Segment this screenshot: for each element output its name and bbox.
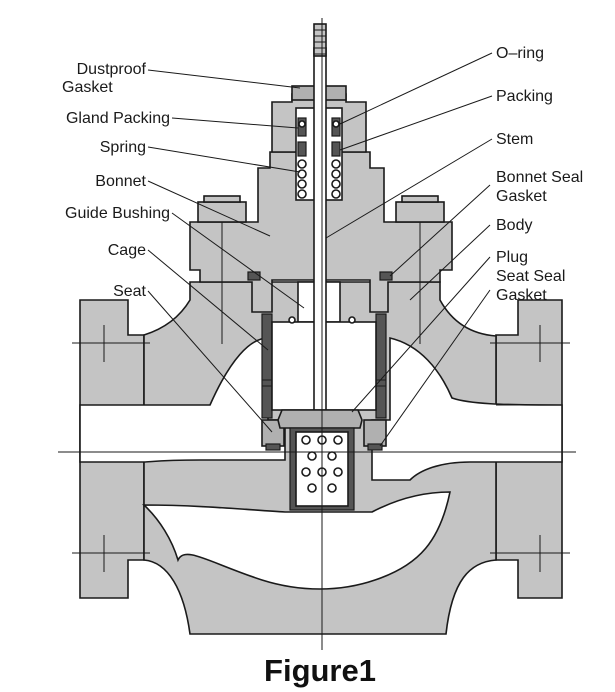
plug-head: [277, 409, 363, 429]
flange-bolt-centerlines: [72, 325, 570, 572]
centerlines: [58, 18, 576, 650]
cage-left-wall: [261, 313, 273, 419]
leader-lines: [147, 52, 493, 447]
left-bolt-nut: [197, 201, 247, 223]
bonnet-seal-gasket: [247, 271, 261, 281]
bonnet-seal-gasket-right: [379, 271, 393, 281]
right-bolt-nut: [395, 201, 445, 223]
right-bolt-washer: [401, 195, 439, 203]
lower-cavity: [141, 491, 451, 590]
stem-threaded-end: [313, 23, 327, 57]
left-labels: Dustproof Gasket Gland Packing Spring Bo…: [62, 61, 170, 300]
label-plug: Plug: [496, 249, 528, 266]
seat-seal-gasket: [265, 443, 281, 451]
label-dustproof-gasket-2: Gasket: [62, 79, 113, 96]
packing-stack: [297, 141, 307, 157]
right-labels: O–ring Packing Stem Bonnet Seal Gasket B…: [496, 45, 583, 304]
cage-right-wall: [375, 313, 387, 419]
label-packing: Packing: [496, 88, 553, 105]
outlet-cavity: [371, 336, 563, 481]
label-seat-seal-gasket-2: Gasket: [496, 287, 547, 304]
spring-coils: [297, 159, 341, 199]
label-cage: Cage: [108, 242, 146, 259]
o-ring: [298, 120, 306, 128]
stem-group: [313, 23, 327, 411]
label-bonnet: Bonnet: [95, 173, 146, 190]
figure-caption: Figure1: [264, 653, 376, 688]
plug-group: [277, 409, 363, 511]
stem: [313, 47, 327, 411]
label-stem: Stem: [496, 131, 533, 148]
left-bolt-washer: [203, 195, 241, 203]
label-dustproof-gasket-1: Dustproof: [77, 61, 147, 78]
label-gland-packing: Gland Packing: [66, 110, 170, 127]
label-bonnet-seal-gasket-1: Bonnet Seal: [496, 169, 583, 186]
label-seat-seal-gasket-1: Seat Seal: [496, 268, 565, 285]
label-o-ring: O–ring: [496, 45, 544, 62]
label-guide-bushing: Guide Bushing: [65, 205, 170, 222]
label-bonnet-seal-gasket-2: Gasket: [496, 188, 547, 205]
label-seat: Seat: [113, 283, 146, 300]
label-body: Body: [496, 217, 532, 234]
label-spring: Spring: [100, 139, 146, 156]
